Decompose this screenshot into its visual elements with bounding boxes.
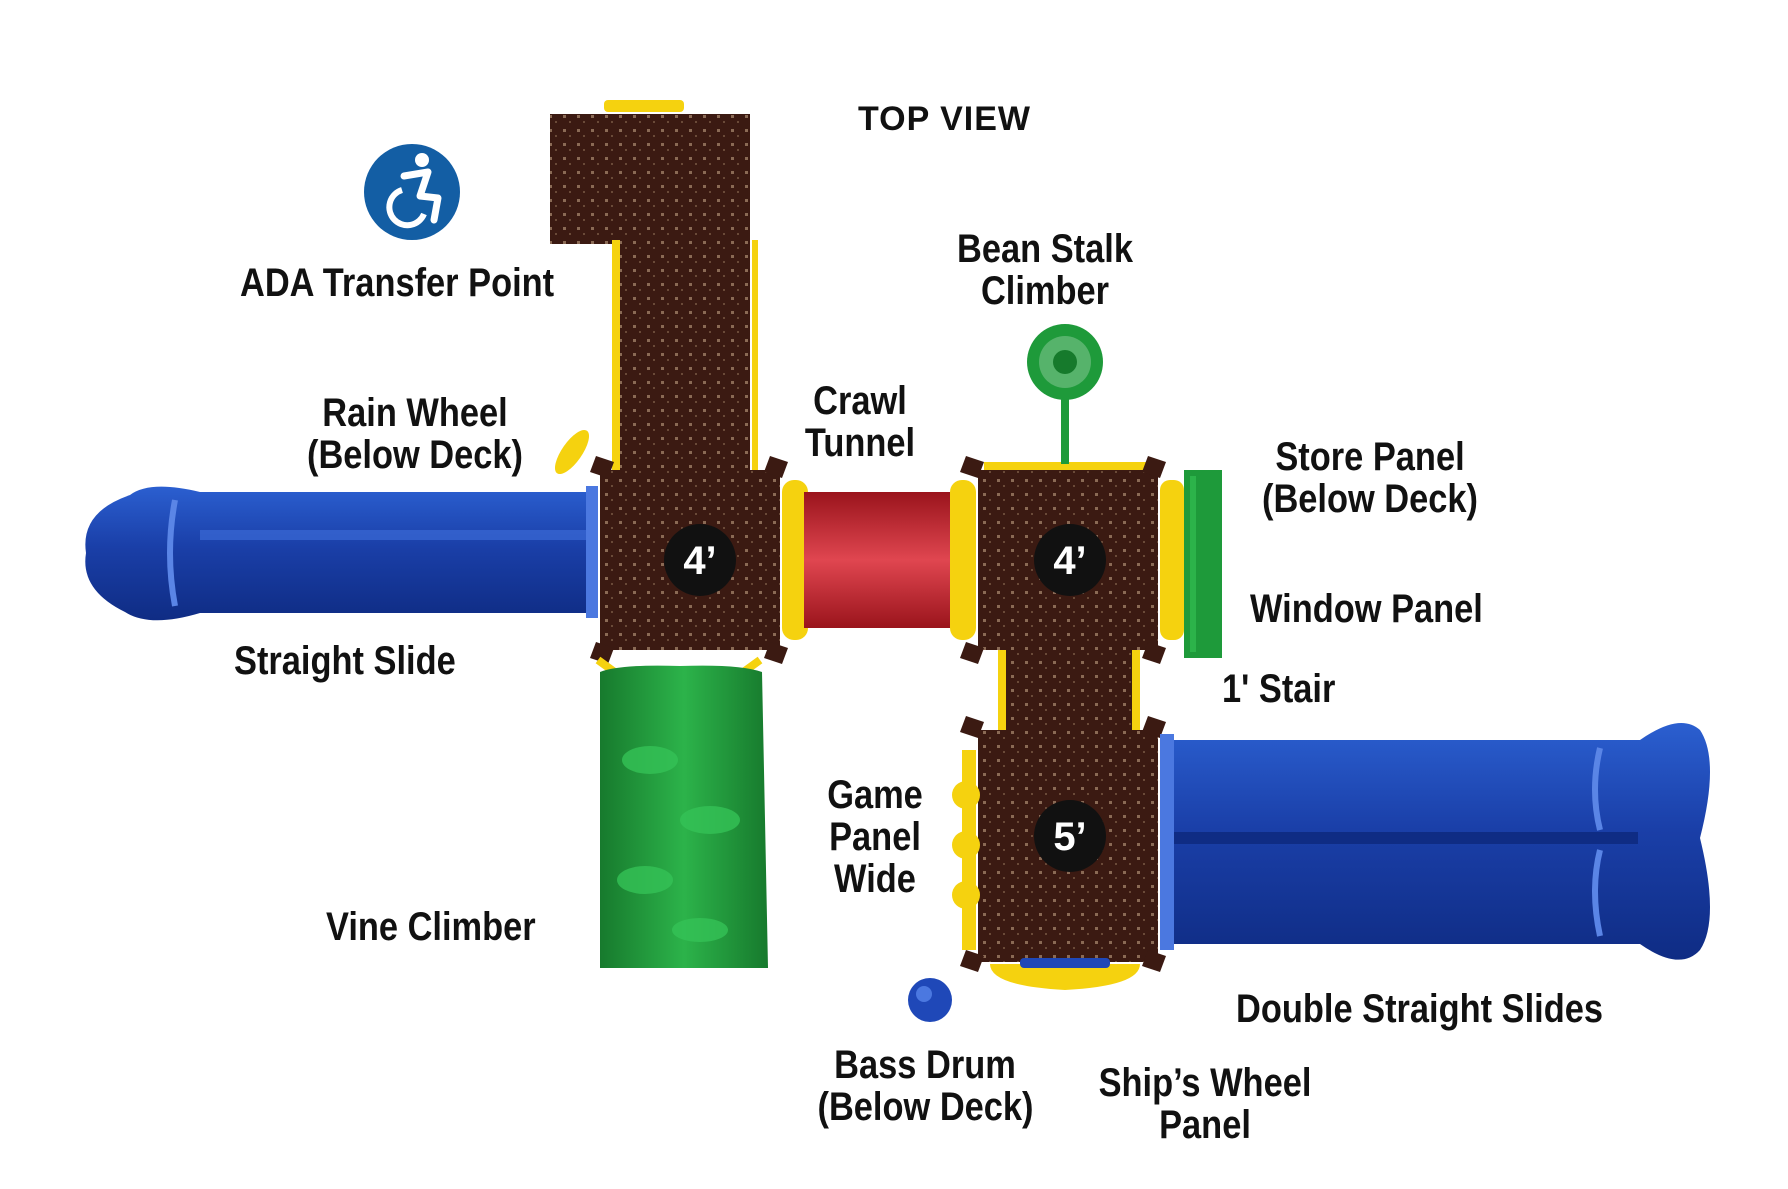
label-rain-wheel-line-2: (Below Deck) [306, 433, 523, 477]
store-and-window-panel [1160, 470, 1222, 658]
deck-1-height: 4’ [683, 539, 716, 583]
deck-2-height-badge [1034, 524, 1106, 596]
label-ships-wheel-line-1: Ship’s Wheel [1098, 1061, 1312, 1105]
label-crawl-tunnel-line-2: Tunnel [804, 421, 916, 465]
label-straight-slide: Straight Slide [234, 639, 456, 683]
label-ships-wheel-line-2: Panel [1159, 1103, 1251, 1147]
label-store-panel: Store Panel (Below Deck) [1258, 436, 1482, 520]
label-window-panel: Window Panel [1250, 587, 1483, 631]
label-crawl-tunnel-line-1: Crawl [813, 379, 907, 423]
deck-3-height: 5’ [1053, 815, 1086, 859]
label-vine-climber: Vine Climber [326, 905, 536, 949]
ships-wheel-panel [990, 958, 1140, 990]
label-bean-stalk-climber: Bean Stalk Climber [955, 228, 1136, 312]
deck-3: 5’ [960, 716, 1166, 972]
deck-2-height: 4’ [1053, 539, 1086, 583]
deck-1-height-badge [664, 524, 736, 596]
bass-drum [908, 978, 952, 1022]
label-store-panel-line-2: (Below Deck) [1261, 477, 1478, 521]
bean-stalk-climber [1027, 324, 1103, 464]
diagram-title: TOP VIEW [858, 100, 1032, 138]
game-panel-wide [952, 750, 980, 950]
label-ships-wheel-panel: Ship’s Wheel Panel [1098, 1062, 1313, 1146]
label-bass-drum: Bass Drum (Below Deck) [817, 1043, 1034, 1129]
label-bean-stalk-line-1: Bean Stalk [957, 227, 1133, 271]
label-store-panel-line-1: Store Panel [1275, 435, 1465, 479]
label-stair: 1' Stair [1222, 667, 1336, 711]
label-game-panel-line-2: Panel [829, 815, 921, 859]
vine-climber [595, 656, 768, 968]
label-bass-drum-line-1: Bass Drum [834, 1043, 1016, 1087]
crawl-tunnel [782, 480, 976, 640]
ada-transfer-platform [550, 100, 758, 470]
label-ada-transfer-point: ADA Transfer Point [240, 261, 555, 305]
label-rain-wheel: Rain Wheel (Below Deck) [299, 392, 531, 476]
label-rain-wheel-line-1: Rain Wheel [322, 391, 508, 435]
label-bass-drum-line-2: (Below Deck) [817, 1085, 1034, 1129]
wheelchair-accessibility-icon [364, 144, 460, 240]
double-straight-slides [1160, 722, 1710, 960]
label-game-panel-wide: Game Panel Wide [811, 774, 940, 900]
stair [998, 650, 1140, 730]
label-game-panel-line-3: Wide [834, 857, 916, 901]
straight-slide [85, 486, 598, 621]
deck-1: 4’ [590, 456, 788, 664]
label-double-straight-slides: Double Straight Slides [1236, 987, 1603, 1031]
rain-wheel [554, 429, 590, 475]
label-bean-stalk-line-2: Climber [980, 269, 1110, 313]
label-crawl-tunnel: Crawl Tunnel [791, 380, 929, 464]
label-game-panel-line-1: Game [827, 773, 923, 817]
deck-3-height-badge [1034, 800, 1106, 872]
deck-2: 4’ [960, 456, 1166, 664]
